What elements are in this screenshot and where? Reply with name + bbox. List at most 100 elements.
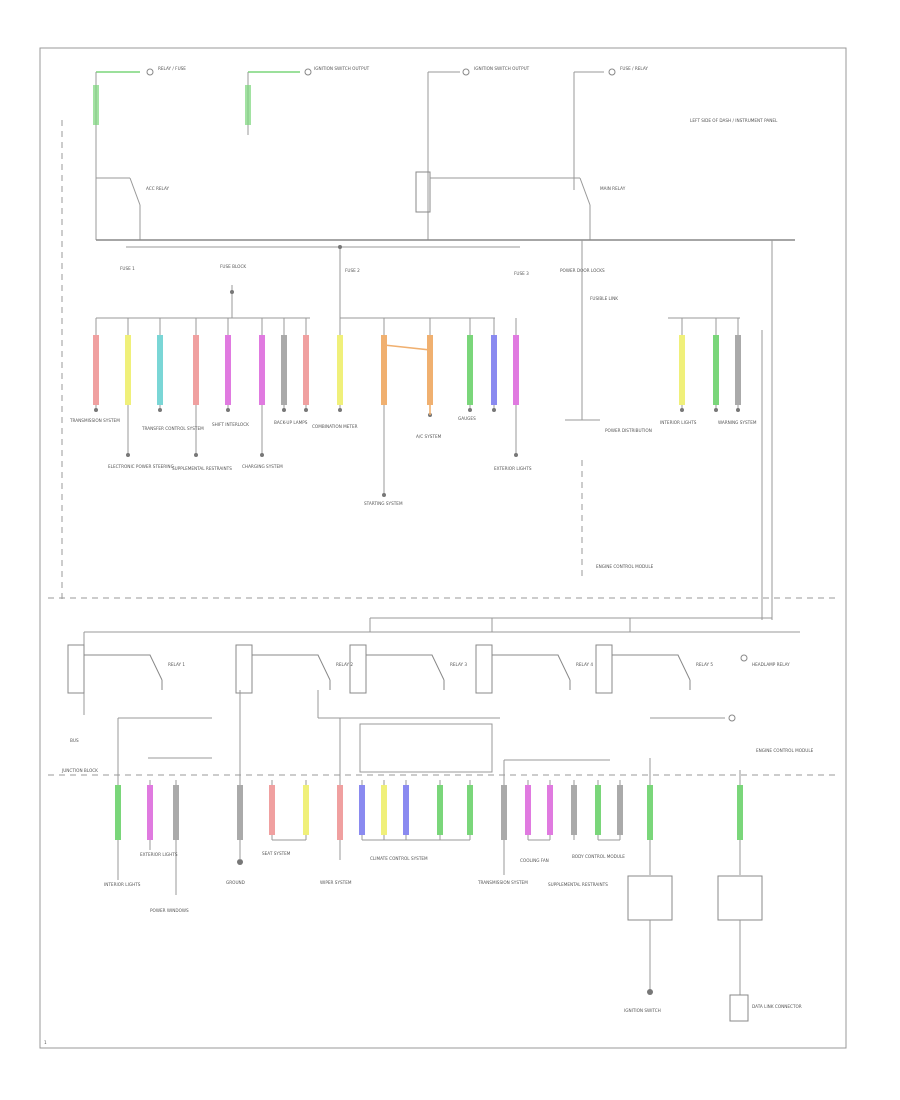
headlamp-relay-connector: [740, 654, 748, 662]
svg-text:SUPPLEMENTAL RESTRAINTS: SUPPLEMENTAL RESTRAINTS: [172, 466, 232, 471]
svg-text:STARTING SYSTEM: STARTING SYSTEM: [364, 501, 403, 506]
relay-label-0: RELAY 1: [168, 662, 185, 667]
relay-contact-4: [612, 654, 691, 681]
svg-text:POWER DOOR LOCKS: POWER DOOR LOCKS: [560, 268, 605, 273]
svg-text:MAIN RELAY: MAIN RELAY: [600, 186, 626, 191]
upper-wire-end-0: [94, 408, 98, 412]
svg-text:FUSE 2: FUSE 2: [345, 268, 360, 273]
upper-drops: [93, 318, 741, 497]
top-feed-4: FUSE / RELAY: [573, 66, 648, 190]
svg-text:COOLING FAN: COOLING FAN: [520, 858, 549, 863]
lower-wire-segment-7: [359, 785, 365, 835]
corner-label: LEFT SIDE OF DASH / INSTRUMENT PANEL: [690, 118, 778, 123]
svg-text:SUPPLEMENTAL RESTRAINTS: SUPPLEMENTAL RESTRAINTS: [548, 882, 608, 887]
upper-wire-end-1: [126, 453, 130, 457]
relay-contact-1: [252, 654, 331, 681]
svg-text:IGNITION SWITCH: IGNITION SWITCH: [624, 1008, 661, 1013]
lower-drops: [115, 780, 743, 895]
svg-text:IGNITION SWITCH OUTPUT: IGNITION SWITCH OUTPUT: [474, 66, 530, 71]
upper-wire-end-13: [514, 453, 518, 457]
upper-wire-segment-13: [513, 335, 519, 405]
svg-text:EXTERIOR LIGHTS: EXTERIOR LIGHTS: [494, 466, 532, 471]
relay-contact-2: [366, 654, 445, 681]
upper-wire-segment-16: [735, 335, 741, 405]
svg-text:EXTERIOR LIGHTS: EXTERIOR LIGHTS: [140, 852, 178, 857]
upper-wire-end-16: [736, 408, 740, 412]
upper-wire-end-4: [226, 408, 230, 412]
lower-wire-segment-6: [337, 785, 343, 840]
upper-wire-end-15: [714, 408, 718, 412]
lower-wire-segment-4: [269, 785, 275, 835]
lower-wire-segment-0: [115, 785, 121, 840]
lower-wire-segment-3: [237, 785, 243, 840]
svg-text:WIPER SYSTEM: WIPER SYSTEM: [320, 880, 352, 885]
upper-wire-end-11: [468, 408, 472, 412]
svg-text:SEAT SYSTEM: SEAT SYSTEM: [262, 851, 291, 856]
upper-wire-segment-12: [491, 335, 497, 405]
page-number: 1: [44, 1040, 47, 1045]
relay-label-4: RELAY 5: [696, 662, 713, 667]
bottom-right-components: IGNITION SWITCH DATA LINK CONNECTOR: [624, 875, 802, 1022]
data-link-connector-box: [717, 875, 763, 921]
svg-text:ELECTRONIC POWER STEERING: ELECTRONIC POWER STEERING: [108, 464, 174, 469]
svg-text:SHIFT INTERLOCK: SHIFT INTERLOCK: [212, 422, 249, 427]
relay-label-2: RELAY 3: [450, 662, 467, 667]
upper-wire-end-9: [382, 493, 386, 497]
upper-wire-end-5: [260, 453, 264, 457]
svg-text:BODY CONTROL MODULE: BODY CONTROL MODULE: [572, 854, 625, 859]
lower-wire-segment-10: [437, 785, 443, 835]
lower-wire-segment-19: [737, 785, 743, 840]
svg-text:INTERIOR LIGHTS: INTERIOR LIGHTS: [660, 420, 697, 425]
svg-text:FUSE BLOCK: FUSE BLOCK: [220, 264, 246, 269]
svg-text:CLIMATE CONTROL SYSTEM: CLIMATE CONTROL SYSTEM: [370, 856, 428, 861]
svg-text:ENGINE CONTROL MODULE: ENGINE CONTROL MODULE: [596, 564, 654, 569]
svg-text:WARNING SYSTEM: WARNING SYSTEM: [718, 420, 757, 425]
upper-wire-end-2: [158, 408, 162, 412]
bottom-section: [83, 617, 800, 700]
svg-text:TRANSFER CONTROL SYSTEM: TRANSFER CONTROL SYSTEM: [141, 426, 204, 431]
svg-text:TRANSMISSION SYSTEM: TRANSMISSION SYSTEM: [477, 880, 528, 885]
upper-wire-segment-0: [93, 335, 99, 405]
upper-wire-segment-8: [337, 335, 343, 405]
upper-wire-segment-15: [713, 335, 719, 405]
lower-wire-segment-8: [381, 785, 387, 835]
upper-wire-end-3: [194, 453, 198, 457]
lower-wire-segment-11: [467, 785, 473, 835]
relay-coil-4: [595, 644, 613, 694]
svg-text:ACC RELAY: ACC RELAY: [146, 186, 169, 191]
upper-wire-end-6: [282, 408, 286, 412]
top-feed-2: IGNITION SWITCH OUTPUT: [245, 66, 370, 135]
relay-coil-2: [349, 644, 367, 694]
lower-wire-segment-2: [173, 785, 179, 840]
svg-text:FUSE 3: FUSE 3: [514, 271, 529, 276]
ignition-switch-box: [627, 875, 673, 921]
upper-wire-segment-2: [157, 335, 163, 405]
svg-text:JUNCTION BLOCK: JUNCTION BLOCK: [61, 768, 98, 773]
svg-text:BUS: BUS: [70, 738, 79, 743]
svg-text:COMBINATION METER: COMBINATION METER: [312, 424, 358, 429]
relay-coil-1: [235, 644, 253, 694]
svg-text:FUSE 1: FUSE 1: [120, 266, 135, 271]
svg-text:POWER WINDOWS: POWER WINDOWS: [150, 908, 189, 913]
svg-text:TRANSMISSION SYSTEM: TRANSMISSION SYSTEM: [69, 418, 120, 423]
lower-wire-segment-16: [595, 785, 601, 835]
relay-label-5: HEADLAMP RELAY: [752, 662, 790, 667]
relay-contact-3: [492, 654, 571, 681]
relay-label-3: RELAY 4: [576, 662, 593, 667]
svg-text:CHARGING SYSTEM: CHARGING SYSTEM: [242, 464, 283, 469]
svg-text:DATA LINK CONNECTOR: DATA LINK CONNECTOR: [752, 1004, 802, 1009]
svg-text:FUSIBLE LINK: FUSIBLE LINK: [590, 296, 618, 301]
upper-wire-segment-4: [225, 335, 231, 405]
lower-wire-segment-5: [303, 785, 309, 835]
diagram-frame: [39, 47, 847, 1049]
svg-text:INTERIOR LIGHTS: INTERIOR LIGHTS: [104, 882, 141, 887]
svg-text:ENGINE CONTROL MODULE: ENGINE CONTROL MODULE: [756, 748, 814, 753]
lower-wire-segment-17: [617, 785, 623, 835]
lower-wire-segment-9: [403, 785, 409, 835]
main-relay: MAIN RELAY: [415, 171, 626, 240]
upper-wire-segment-9: [381, 335, 387, 405]
relay-coil-0: [67, 644, 85, 694]
lower-wire-segment-12: [501, 785, 507, 840]
